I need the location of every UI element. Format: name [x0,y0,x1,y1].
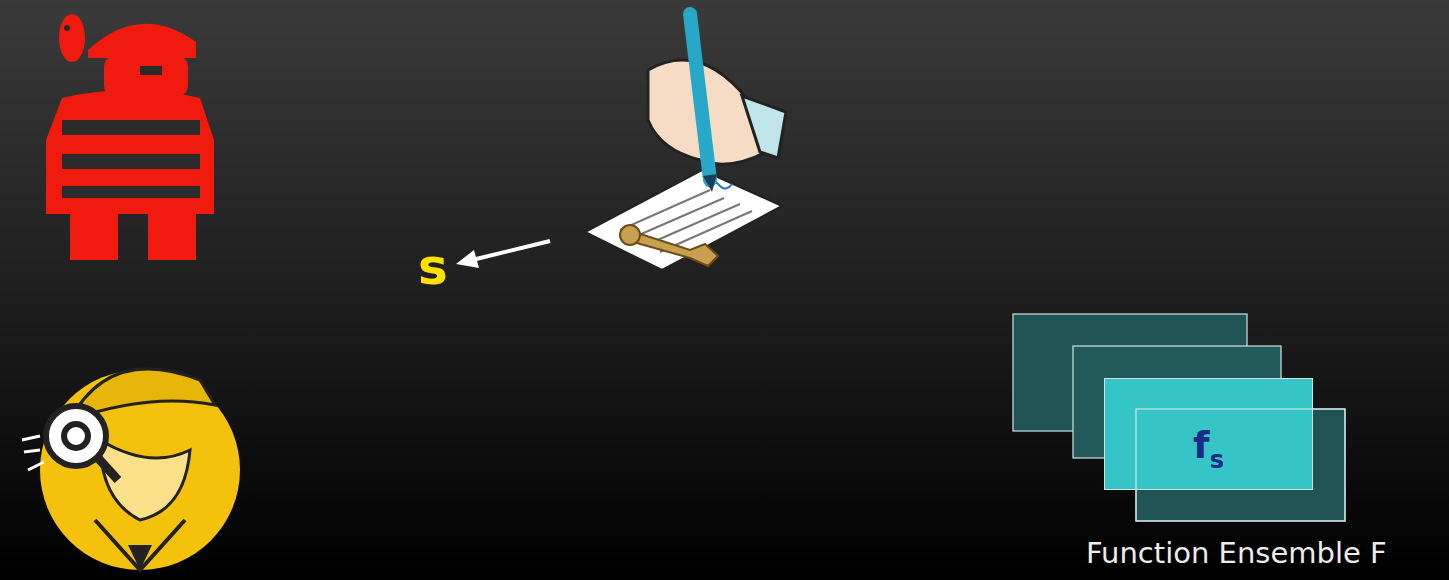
secret-symbol: s [418,238,448,296]
magnifying-lens [64,424,88,448]
arrow-line [472,241,550,260]
function-subscript: s [1210,446,1224,474]
parrot-eye [64,25,70,31]
pen-nib [703,174,717,192]
signing-illustration [585,14,786,270]
node-content: fs [1105,423,1312,474]
shirt-cuff [742,96,786,158]
pen [690,14,710,180]
pirate-body [46,90,214,214]
key-bow [620,225,640,245]
pirate-leg [70,212,118,260]
pirate-head [104,56,188,96]
detective-collar [95,520,185,570]
parrot [59,14,85,62]
arrow-head [456,250,479,268]
stripe [62,154,200,169]
stripe [62,120,200,135]
card-outline [1136,409,1345,521]
detective-tie [128,545,152,570]
pirate-figure [46,14,214,260]
document-line [646,204,740,245]
stripe [62,186,200,198]
glass-handle [98,458,118,480]
motion-line [22,436,40,440]
pirate-leg [148,212,196,260]
function-symbol: f [1193,423,1210,467]
detective-figure [22,369,240,570]
function-card: fs [1104,378,1313,490]
ensemble-caption: Function Ensemble F [1086,536,1387,570]
document [585,170,782,270]
motion-line [28,462,44,470]
pirate-hat [88,24,196,58]
eye-patch [140,66,162,75]
magnifying-glass [46,406,106,466]
motion-line [24,450,40,452]
